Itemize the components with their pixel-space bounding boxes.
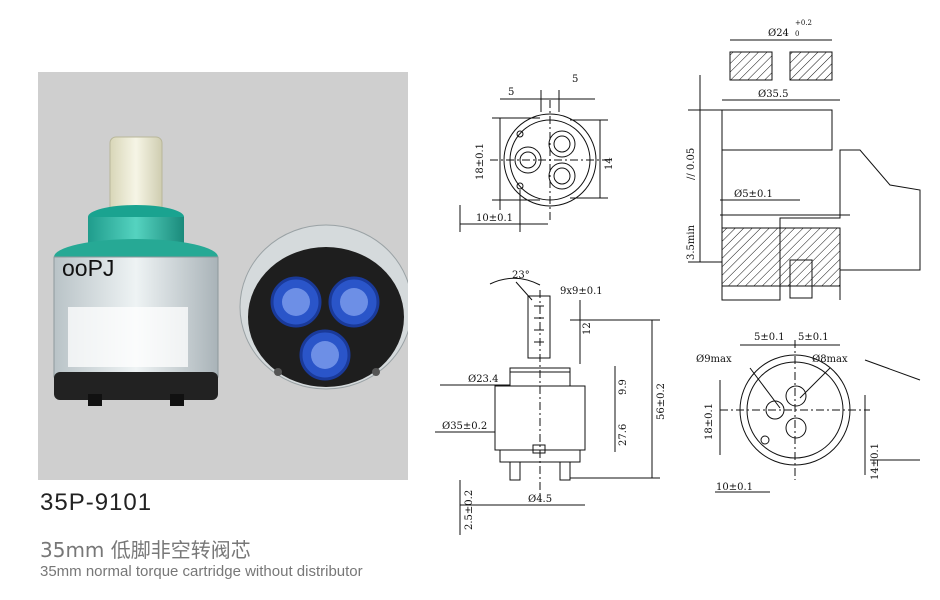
dim-side-stem: 12 <box>582 322 593 335</box>
product-photo-panel <box>38 72 408 480</box>
brand-label: ooPJ <box>62 255 115 281</box>
dim-port-off2: 5±0.1 <box>798 332 829 343</box>
dim-housing-tol-zero: 0 <box>795 30 799 38</box>
dim-side-pin-dia: Ø4.5 <box>528 494 552 505</box>
dim-housing-depth: 3.5min <box>686 224 697 260</box>
dim-housing-parallel: // 0.05 <box>686 148 697 180</box>
dim-port-h14: 14±0.1 <box>870 443 881 480</box>
dim-top-offset-right: 5 <box>572 74 578 85</box>
side-view-drawing <box>435 277 660 535</box>
dim-side-total: 56±0.2 <box>656 383 667 420</box>
top-view-drawing <box>459 90 610 232</box>
housing-section-drawing <box>688 39 921 301</box>
dim-housing-bore: Ø35.5 <box>758 89 788 100</box>
dim-housing-tol-plus: +0.2 <box>795 19 812 27</box>
dim-side-body: Ø35±0.2 <box>442 421 487 432</box>
dim-port-hole1: Ø9max <box>696 354 732 365</box>
dim-side-collar: Ø23.4 <box>468 374 498 385</box>
dim-port-w10: 10±0.1 <box>716 482 753 493</box>
product-name-cn: 35mm 低脚非空转阀芯 <box>40 538 251 562</box>
dim-port-off1: 5±0.1 <box>754 332 785 343</box>
dim-top-offset-left: 5 <box>508 87 514 98</box>
product-name-en: 35mm normal torque cartridge without dis… <box>40 563 363 580</box>
dim-side-pin-h: 2.5±0.2 <box>464 490 475 530</box>
dim-top-height: 18±0.1 <box>475 143 486 180</box>
dim-side-collar-h: 9.9 <box>618 379 629 395</box>
dim-side-angle: 23° <box>512 270 530 281</box>
dim-side-body-h: 27.6 <box>618 424 629 446</box>
dim-top-width: 14 <box>604 157 615 170</box>
port-view-drawing <box>715 340 921 493</box>
dim-side-spline: 9x9±0.1 <box>560 286 603 297</box>
technical-drawings: 5 5 18±0.1 14 10±0.1 23° 9x9±0.1 12 Ø23.… <box>435 19 921 535</box>
cartridge-photo <box>53 136 408 406</box>
dim-port-h18: 18±0.1 <box>704 403 715 440</box>
dim-port-hole2: Ø8max <box>812 354 848 365</box>
dim-housing-hole: Ø5±0.1 <box>734 189 773 200</box>
model-number: 35P-9101 <box>40 489 153 516</box>
dim-top-bottom: 10±0.1 <box>476 213 513 224</box>
dim-housing-top: Ø24 <box>768 28 789 39</box>
